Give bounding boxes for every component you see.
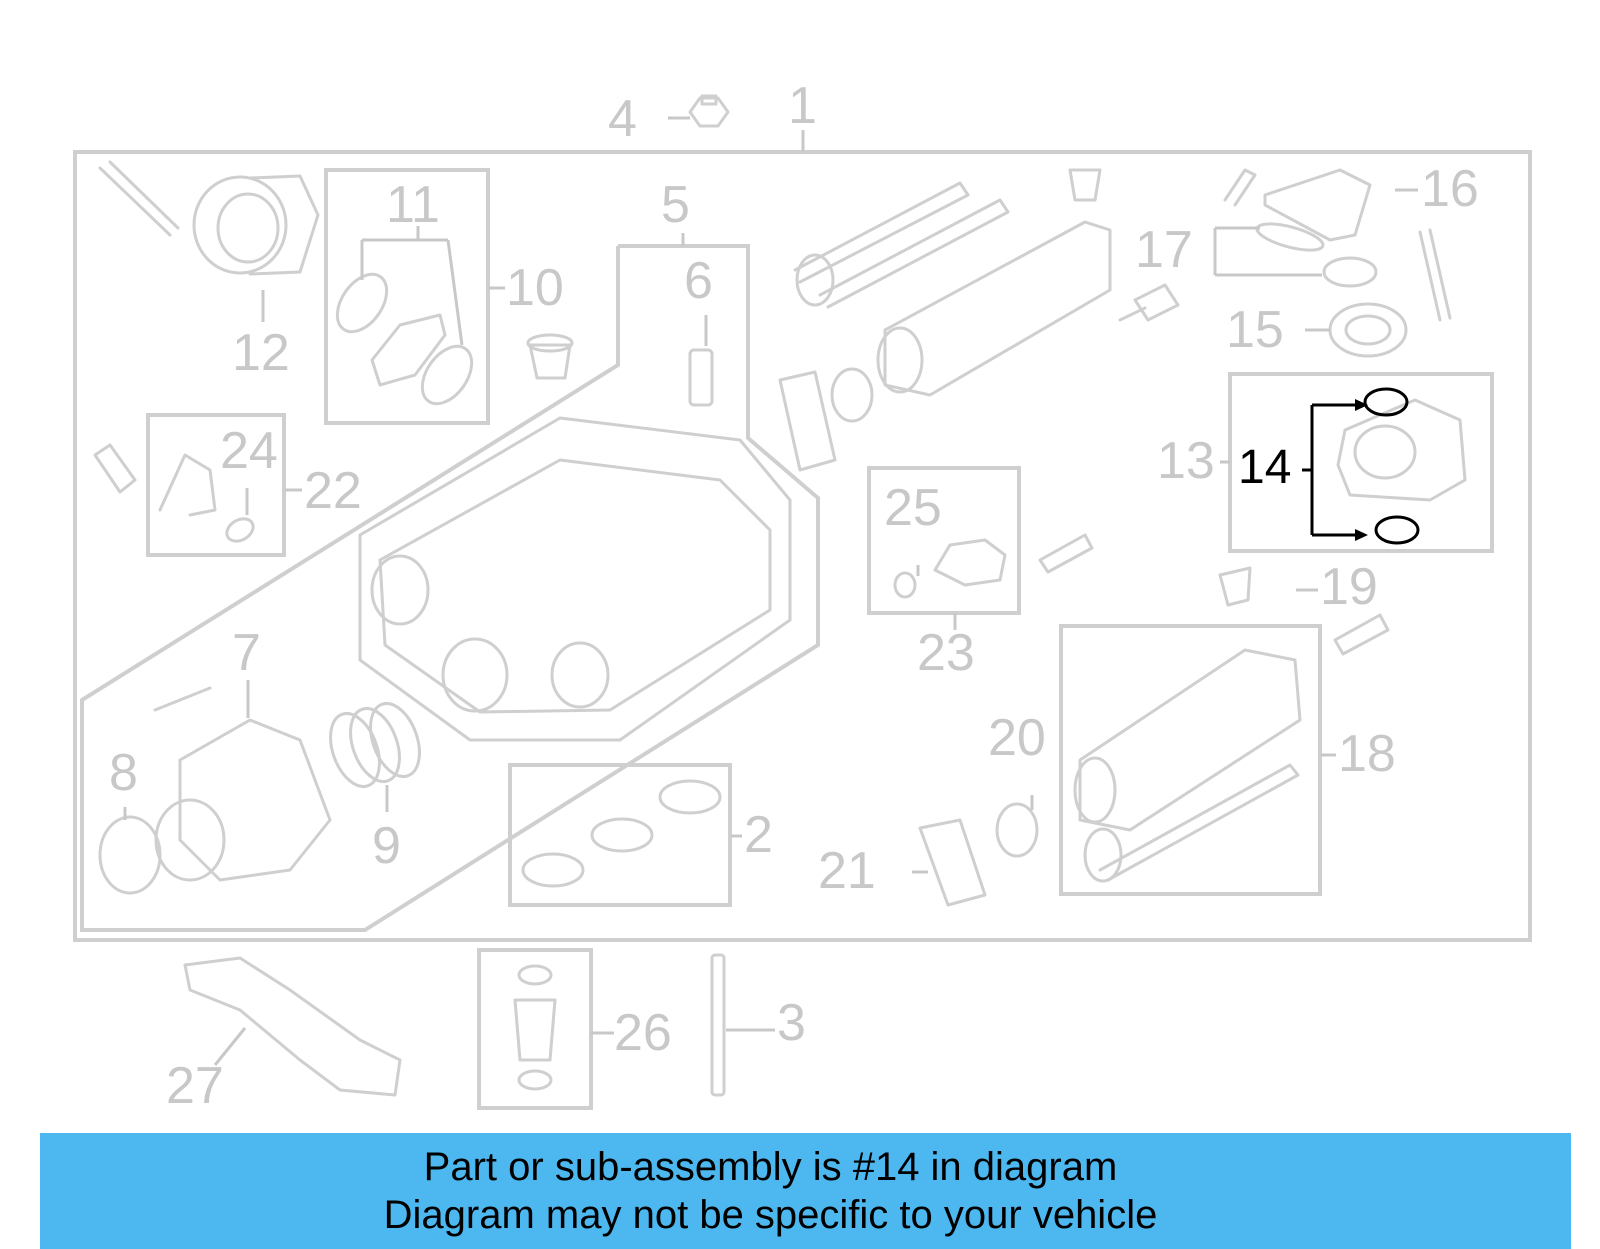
supercharger-frame xyxy=(80,244,820,932)
callout-25: 25 xyxy=(884,479,942,537)
callout-18: 18 xyxy=(1338,725,1396,783)
parts-diagram: 1 2 3 4 5 6 7 8 9 10 11 12 13 14 15 16 1… xyxy=(73,77,1532,1115)
callout-11: 11 xyxy=(386,176,440,234)
box-22 xyxy=(146,413,286,557)
o-ring-lower xyxy=(1374,515,1420,545)
callout-13: 13 xyxy=(1157,432,1215,490)
main-assembly-frame xyxy=(73,150,1532,942)
callout-16: 16 xyxy=(1421,160,1479,218)
callout-23: 23 xyxy=(917,624,975,682)
callout-1: 1 xyxy=(788,77,817,135)
callout-6: 6 xyxy=(684,252,713,310)
callout-5: 5 xyxy=(661,176,690,234)
box-26 xyxy=(477,948,593,1110)
callout-10: 10 xyxy=(506,259,564,317)
callout-8: 8 xyxy=(109,744,138,802)
box-18 xyxy=(1059,624,1322,896)
callout-15: 15 xyxy=(1226,301,1284,359)
callout-14-bracket xyxy=(1302,387,1420,545)
callout-19: 19 xyxy=(1320,558,1378,616)
banner-line-2: Diagram may not be specific to your vehi… xyxy=(383,1193,1158,1237)
callout-22: 22 xyxy=(304,462,362,520)
banner-line-1: Part or sub-assembly is #14 in diagram xyxy=(423,1145,1118,1189)
callout-26: 26 xyxy=(614,1004,672,1062)
callout-20: 20 xyxy=(988,709,1046,767)
callout-9: 9 xyxy=(372,817,401,875)
callout-21: 21 xyxy=(818,842,876,900)
o-ring-upper xyxy=(1363,387,1409,417)
callout-2: 2 xyxy=(744,806,773,864)
callout-27: 27 xyxy=(166,1057,224,1115)
callout-17: 17 xyxy=(1135,221,1193,279)
box-23 xyxy=(867,466,1021,615)
info-banner: Part or sub-assembly is #14 in diagram D… xyxy=(40,1133,1571,1249)
callout-3: 3 xyxy=(777,994,806,1052)
callout-12: 12 xyxy=(232,324,290,382)
callout-4: 4 xyxy=(608,90,637,148)
callout-7: 7 xyxy=(232,624,261,682)
box-10 xyxy=(324,168,490,425)
callout-14: 14 xyxy=(1238,441,1291,494)
callout-24: 24 xyxy=(220,422,278,480)
box-2 xyxy=(508,763,732,907)
